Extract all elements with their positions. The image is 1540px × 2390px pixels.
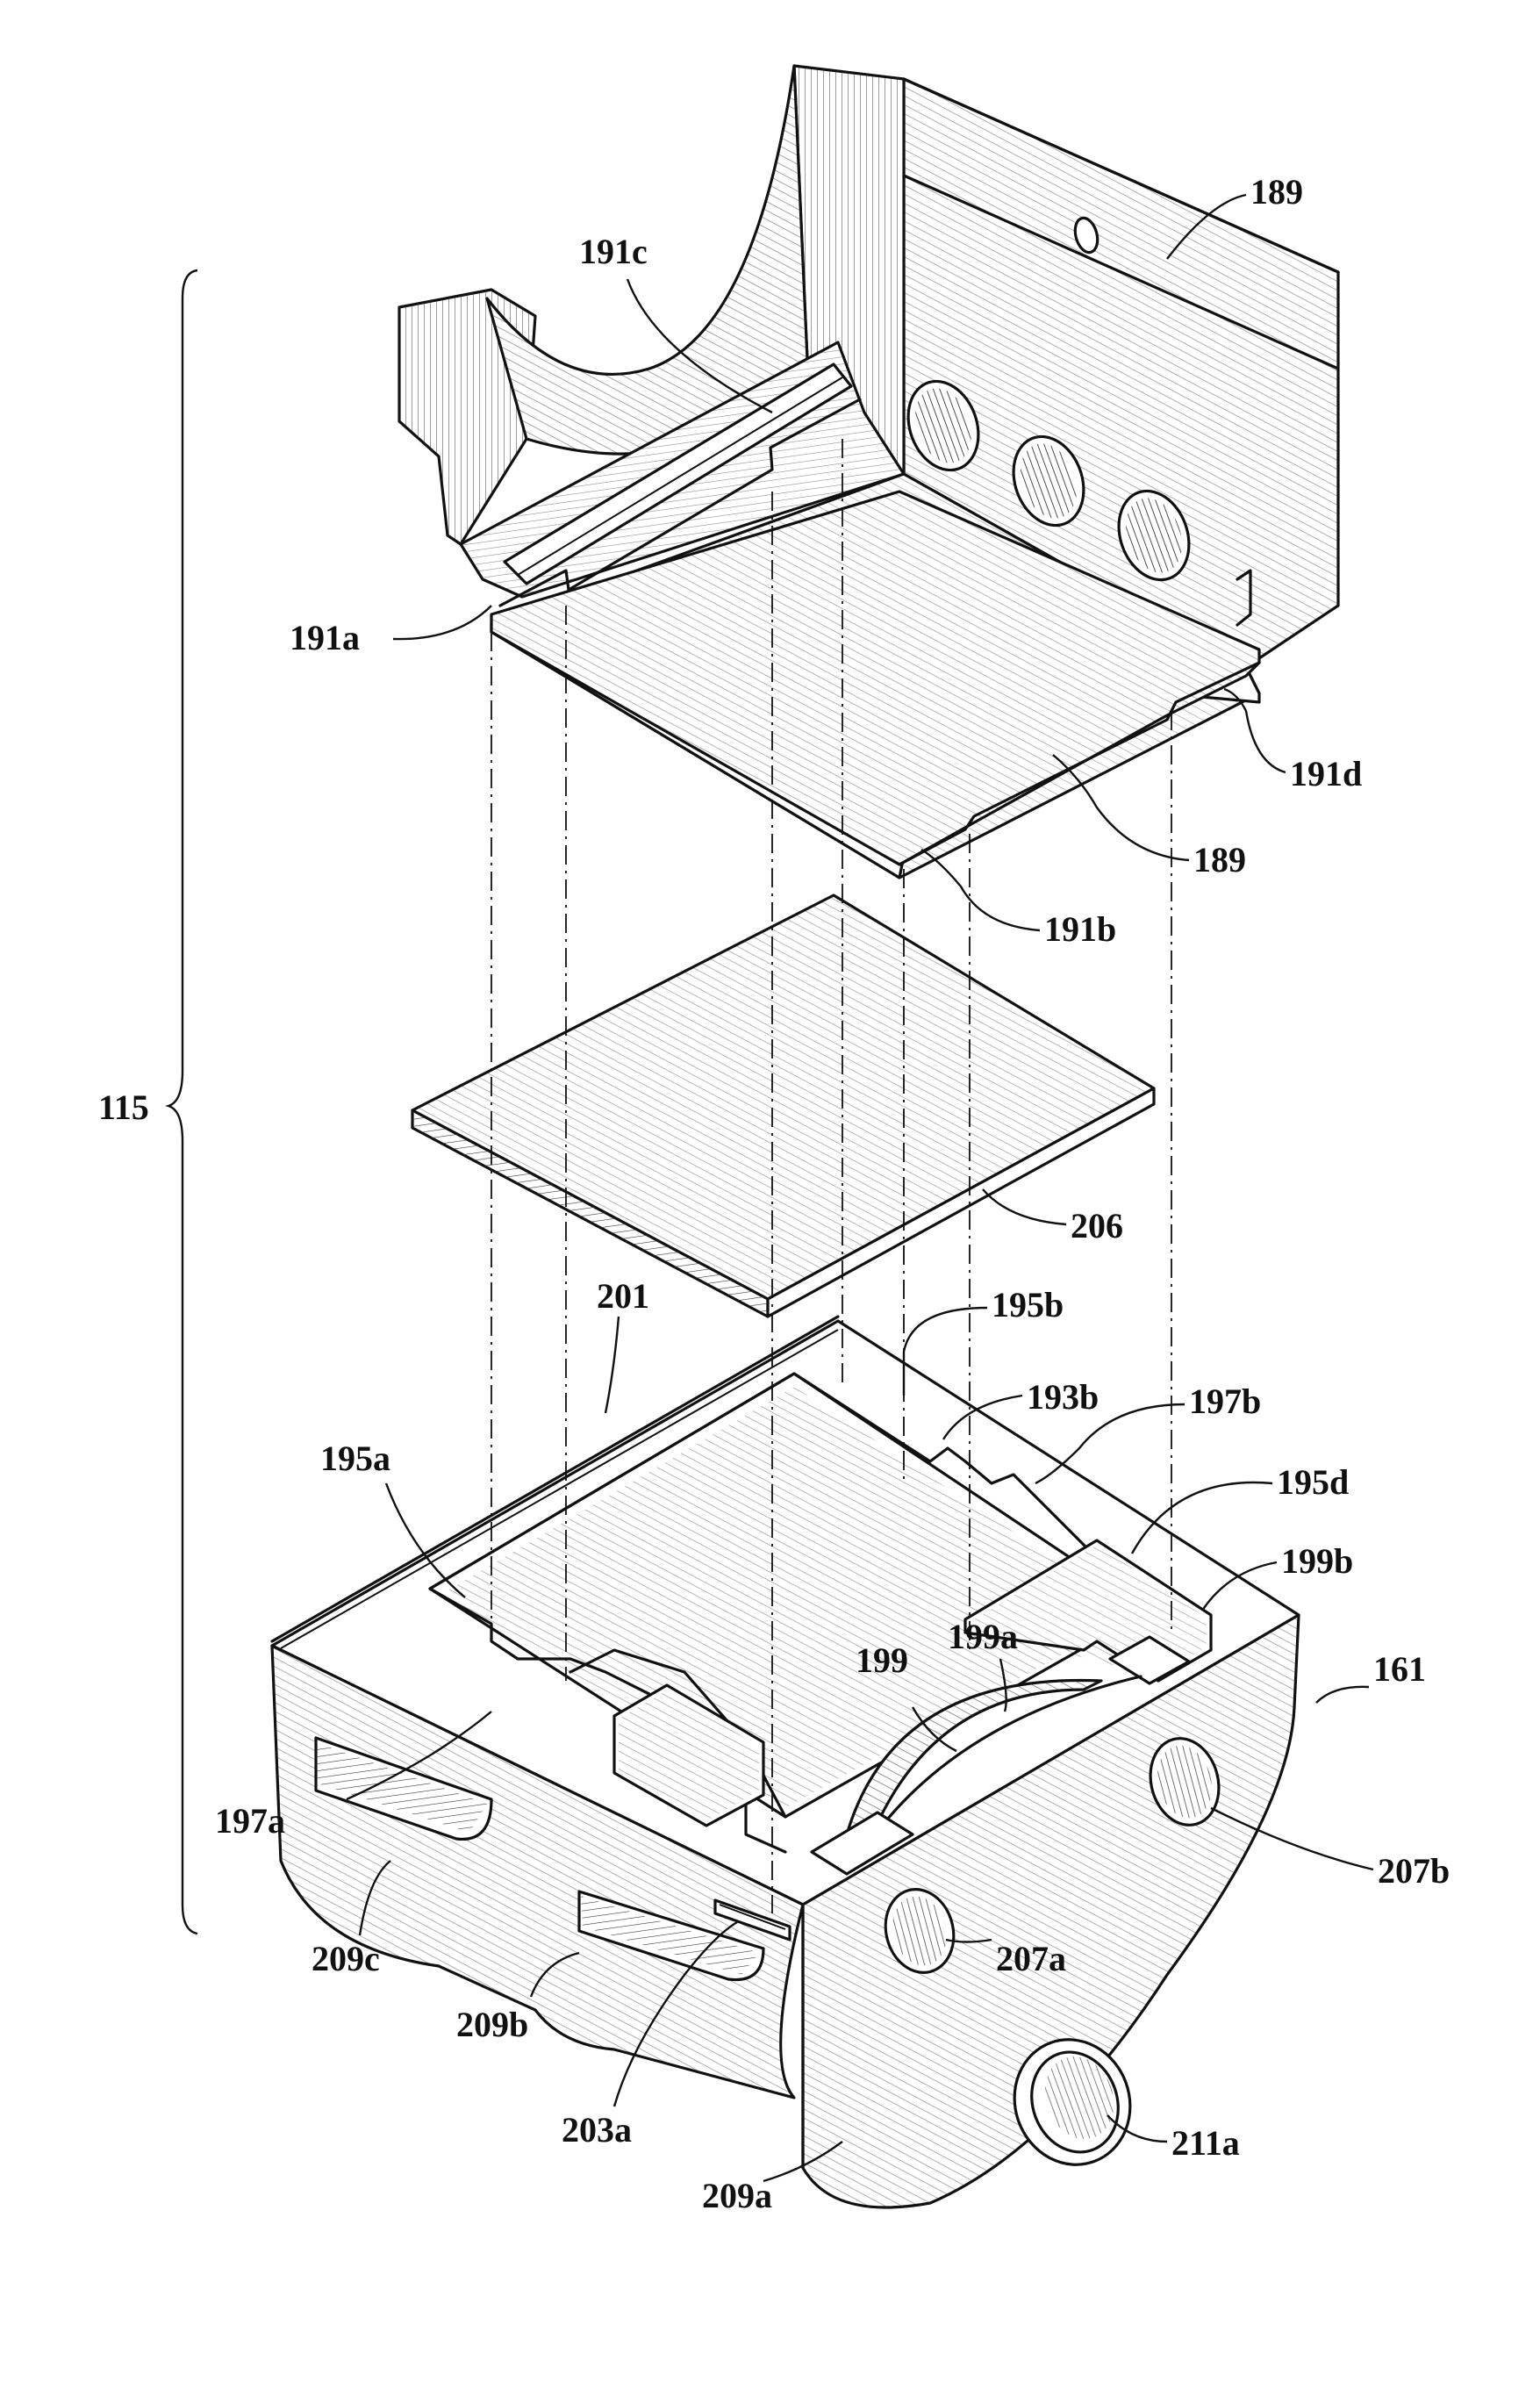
label-195a: 195a xyxy=(320,1439,390,1478)
label-201: 201 xyxy=(597,1276,649,1316)
label-207b: 207b xyxy=(1378,1851,1450,1891)
plate-206 xyxy=(412,895,1154,1317)
label-203a: 203a xyxy=(562,2110,632,2150)
label-189-mid: 189 xyxy=(1193,840,1246,879)
label-207a: 207a xyxy=(996,1939,1066,1978)
label-197b: 197b xyxy=(1189,1382,1261,1421)
label-209b: 209b xyxy=(456,2005,528,2044)
label-199b: 199b xyxy=(1281,1541,1353,1581)
label-195d: 195d xyxy=(1277,1462,1349,1502)
label-209a: 209a xyxy=(702,2176,772,2215)
label-189-top: 189 xyxy=(1250,172,1303,212)
label-191b: 191b xyxy=(1044,909,1116,949)
label-195b: 195b xyxy=(992,1285,1064,1324)
label-191a: 191a xyxy=(290,618,360,657)
label-199: 199 xyxy=(856,1640,908,1680)
label-193b: 193b xyxy=(1027,1377,1099,1417)
label-161: 161 xyxy=(1373,1649,1426,1689)
upper-housing-189 xyxy=(399,66,1338,878)
label-115: 115 xyxy=(98,1087,149,1127)
label-191c: 191c xyxy=(579,232,648,271)
assembly-brace-115 xyxy=(168,270,197,1934)
label-211a: 211a xyxy=(1171,2123,1240,2163)
label-209c: 209c xyxy=(312,1939,380,1978)
lower-housing-161 xyxy=(272,1317,1299,2207)
label-199a: 199a xyxy=(948,1617,1018,1656)
label-197a: 197a xyxy=(215,1801,285,1841)
label-206: 206 xyxy=(1071,1206,1123,1245)
label-191d: 191d xyxy=(1290,754,1362,793)
